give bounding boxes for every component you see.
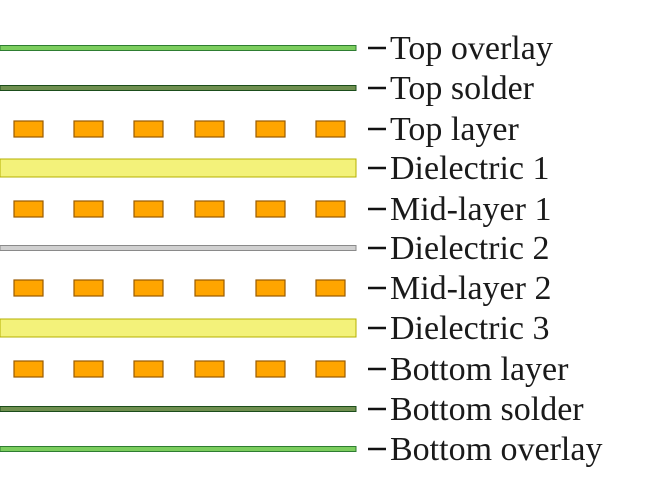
copper-pad (133, 279, 164, 297)
copper-pad (133, 360, 164, 378)
solder-mask-bar (0, 406, 357, 412)
layer-copper-2: Top layer (13, 111, 520, 148)
copper-pad (315, 279, 346, 297)
layer-label: Bottom layer (390, 351, 569, 388)
copper-pad (315, 360, 346, 378)
dielectric-bar (0, 158, 357, 178)
layer-copper-8: Bottom layer (13, 351, 569, 388)
layer-prepreg-3: Dielectric 1 (0, 150, 550, 187)
layer-copper-4: Mid-layer 1 (13, 191, 551, 228)
copper-pad (255, 120, 286, 138)
layer-label: Mid-layer 2 (390, 270, 551, 307)
layer-prepreg-7: Dielectric 3 (0, 310, 550, 347)
dielectric-bar (0, 318, 357, 338)
layer-solder-1: Top solder (0, 70, 535, 107)
copper-pad (194, 200, 225, 218)
copper-pad (255, 360, 286, 378)
copper-pad (73, 120, 104, 138)
copper-pad (315, 120, 346, 138)
layer-label: Top layer (390, 111, 520, 148)
copper-pad (194, 120, 225, 138)
copper-pad (13, 279, 44, 297)
copper-pad (315, 200, 346, 218)
dielectric-bar (0, 245, 357, 251)
layer-label: Dielectric 3 (390, 310, 550, 347)
layer-overlay-10: Bottom overlay (0, 431, 602, 468)
layer-label: Top solder (390, 70, 535, 107)
layer-solder-9: Bottom solder (0, 391, 584, 428)
layer-label: Mid-layer 1 (390, 191, 551, 228)
layer-copper-6: Mid-layer 2 (13, 270, 551, 307)
layer-core-5: Dielectric 2 (0, 230, 550, 267)
layer-overlay-0: Top overlay (0, 30, 553, 67)
copper-pad (194, 360, 225, 378)
copper-pad (255, 279, 286, 297)
overlay-bar (0, 446, 357, 452)
solder-mask-bar (0, 85, 357, 91)
copper-pad (73, 279, 104, 297)
copper-pad (194, 279, 225, 297)
copper-pad (73, 200, 104, 218)
copper-pad (133, 200, 164, 218)
layer-label: Bottom overlay (390, 431, 602, 468)
copper-pad (13, 200, 44, 218)
layer-label: Dielectric 2 (390, 230, 550, 267)
layer-label: Top overlay (390, 30, 553, 67)
copper-pad (133, 120, 164, 138)
copper-pad (13, 120, 44, 138)
copper-pad (73, 360, 104, 378)
overlay-bar (0, 45, 357, 51)
copper-pad (13, 360, 44, 378)
copper-pad (255, 200, 286, 218)
layer-label: Bottom solder (390, 391, 584, 428)
layer-label: Dielectric 1 (390, 150, 550, 187)
